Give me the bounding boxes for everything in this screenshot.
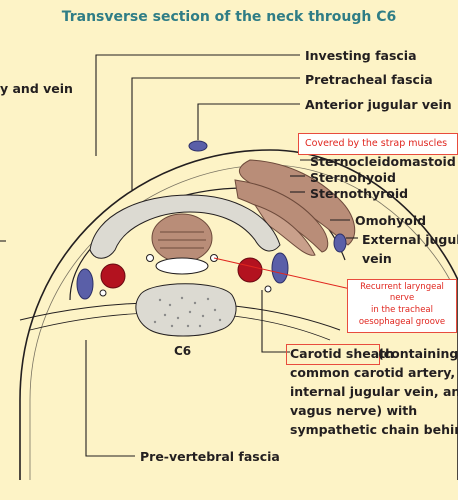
leader-prevertebral [85,340,135,457]
sternohyoid-label: Sternohyoid [310,170,396,185]
leader-recurrent-laryngeal [213,257,356,291]
omohyoid-label: Omohyoid [355,213,427,228]
external-jugular-vein-label-line1: External jugular [362,232,458,247]
c6-label: C6 [174,344,192,358]
investing-fascia-label: Investing fascia [305,48,417,63]
right-vagus-nerve [264,285,272,293]
pretracheal-fascia-label: Pretracheal fascia [305,72,433,87]
prevertebral-fascia-label: Pre-vertebral fascia [140,449,280,464]
carotid-sheath-desc-5: sympathetic chain behind [290,422,458,437]
anterior-jugular-vein-label: Anterior jugular vein [305,97,452,112]
callout-line-3: in the tracheal [371,305,433,315]
carotid-sheath-desc-1: (containing [378,346,458,361]
c6-vertebra [135,283,237,337]
recurrent-laryngeal-nerve-left [146,254,154,262]
strap-muscles-note: Covered by the strap muscles [298,133,458,155]
trachea [151,213,213,263]
carotid-sheath-desc-3: internal jugular vein, and [290,384,458,399]
leader-carotid-sheath [261,290,290,353]
external-jugular-vein [333,233,347,253]
diagram-title: Transverse section of the neck through C… [61,9,397,25]
carotid-sheath-desc-2: common carotid artery, [290,365,456,380]
callout-line-1: Recurrent laryngeal [360,282,444,292]
external-jugular-vein-label-line2: vein [362,251,392,266]
callout-line-2: nerve [389,293,415,303]
investing-fascia-outline [19,149,458,480]
carotid-sheath-box [286,344,380,365]
strap-muscles-note-text: Covered by the strap muscles [305,138,448,149]
sternothyroid-label: Sternothyroid [310,186,409,201]
callout-line-4: oesophageal groove [358,317,446,327]
leader-investing-fascia [95,54,300,156]
left-common-carotid-artery [100,263,126,289]
left-vagus-nerve [99,289,107,297]
leader-pretracheal-fascia [131,77,300,190]
anterior-jugular-vein [188,140,208,152]
inner-fascia-line [29,164,451,480]
oesophagus [155,257,209,275]
carotid-sheath-desc-4: vagus nerve) with [290,403,418,418]
leader-anterior-jugular [197,103,300,140]
left-cut-label: y and vein [0,81,73,96]
left-internal-jugular-vein [76,268,94,300]
right-common-carotid-artery [237,257,263,283]
sternocleidomastoid-label: Sternocleidomastoid [310,154,456,169]
carotid-sheath-label: Carotid sheath [290,346,395,361]
thyroid-gland [89,194,281,259]
right-internal-jugular-vein [271,252,289,284]
sternothyroid-muscle [253,204,316,256]
recurrent-laryngeal-callout: Recurrent laryngeal nerve in the trachea… [347,279,457,333]
